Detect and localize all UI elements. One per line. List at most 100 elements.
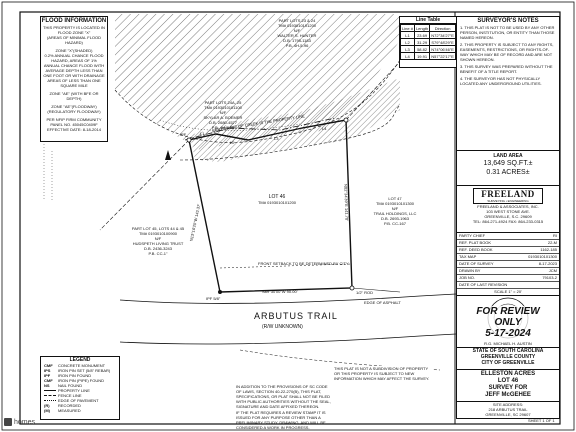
floodway-hatch bbox=[190, 78, 400, 162]
label-pin-right: 1/2" ROD bbox=[356, 290, 373, 295]
land-area-title: LAND AREA bbox=[493, 153, 523, 159]
project-client: JEFF McGEHEE bbox=[485, 392, 531, 398]
inner-border bbox=[19, 11, 561, 425]
table-cell: S79°48'29"E bbox=[429, 38, 456, 46]
surveyor-note: 1. THIS PLAT IS NOT TO BE USED BY ANY OT… bbox=[460, 25, 555, 40]
surveyor-note: 3. THIS SURVEY WAS PREPARED WITHOUT THE … bbox=[460, 64, 553, 74]
line-table-title: Line Table bbox=[400, 17, 456, 24]
table-row: L3 58.82 N74°06'46"E bbox=[400, 45, 456, 53]
title-block-row: SCALE 1" = 20' bbox=[494, 289, 522, 294]
label-l4: L4 bbox=[322, 126, 327, 131]
review-stamp: FOR REVIEW ONLY 5-17-2024 bbox=[465, 306, 551, 339]
company-city: GREENVILLE, S.C. 29609 bbox=[484, 214, 532, 219]
street-name: ARBUTUS TRAIL bbox=[254, 311, 338, 321]
line-table-header: Line # bbox=[400, 24, 415, 32]
table-row: L2 31.29 S79°48'29"E bbox=[400, 38, 456, 46]
table-cell: N72°34'27"E bbox=[429, 31, 456, 39]
legend-item: (R)RECORDED bbox=[44, 403, 81, 408]
label-lot-47: LOT 47 TM# 0193010101300 N/F TRAIL HOLDI… bbox=[373, 196, 417, 226]
line-table: Line Table Line # Length Direction L1 23… bbox=[399, 16, 457, 68]
project-subdivision: ELLESTON ACRES bbox=[480, 371, 536, 377]
street-rw: (R/W UNKNOWN) bbox=[262, 324, 303, 330]
legend-item: PROPERTY LINE bbox=[44, 388, 116, 393]
edge-of-asphalt-north bbox=[119, 293, 457, 304]
legend-item: EDGE OF PAVEMENT bbox=[44, 398, 116, 403]
table-cell: L1 bbox=[400, 31, 415, 39]
flood-line-3: 0.2% ANNUAL CHANCE FLOOD HAZARD, AREAS O… bbox=[43, 53, 105, 88]
creek-centerline bbox=[184, 117, 336, 141]
surveyors-notes-title: SURVEYOR'S NOTES bbox=[477, 18, 539, 24]
city-line: CITY OF GREENVILLE bbox=[481, 360, 535, 366]
flood-line-2: ZONE "X"(SHADED) bbox=[55, 48, 93, 53]
certification-note: THIS PLAT IS NOT A SUBDIVISION OF PROPER… bbox=[334, 366, 432, 384]
table-cell: L4 bbox=[400, 52, 415, 60]
surveyor-signature: R.G. MICHAEL H. AUSTIN bbox=[484, 341, 532, 346]
label-nw-lots: PART LOTS 24A, 25 TM# 0193010101100 N/F … bbox=[203, 100, 243, 130]
label-front-setback: FRONT SETBACK TO BE DETERMINED BY CITY bbox=[258, 261, 349, 266]
flood-line-6: PER NFIP FIRM COMMUNITY PANEL NO. 45045C… bbox=[46, 117, 102, 132]
table-cell: L2 bbox=[400, 38, 415, 46]
review-stamp-line2: 5-17-2024 bbox=[465, 328, 551, 339]
seal-block: FOR REVIEW ONLY 5-17-2024 R.G. MICHAEL H… bbox=[456, 295, 560, 349]
surveyors-notes: SURVEYOR'S NOTES 1. THIS PLAT IS NOT TO … bbox=[456, 16, 560, 152]
state-line: STATE OF SOUTH CAROLINA bbox=[472, 348, 544, 354]
flood-info-title: FLOOD INFORMATION bbox=[41, 18, 107, 24]
table-row: L4 19.91 N57°22'17"E bbox=[400, 52, 456, 60]
flood-line-4: ZONE "AE" (WITH BFE OR DEPTH) bbox=[49, 91, 99, 101]
table-cell: 23.69 bbox=[413, 31, 431, 39]
project-block: ELLESTON ACRES LOT 46 SURVEY FOR JEFF Mc… bbox=[456, 369, 560, 403]
company-block: FREELAND SURVEYING • ENGINEERING FREELAN… bbox=[456, 185, 560, 233]
company-logo: FREELAND bbox=[481, 189, 535, 199]
house-icon bbox=[4, 418, 12, 426]
county-line: GREENVILLE COUNTY bbox=[480, 354, 536, 360]
label-lot-46: LOT 46 TM# 0193010101200 bbox=[257, 194, 297, 206]
project-survey-for: SURVEY FOR bbox=[488, 385, 528, 391]
table-cell: N74°06'46"E bbox=[429, 45, 456, 53]
label-pin-left: IPF 5/8" bbox=[206, 296, 221, 301]
label-l3: L3 bbox=[274, 136, 279, 141]
table-cell: N57°22'17"E bbox=[429, 52, 456, 60]
label-l2: L2 bbox=[230, 140, 235, 145]
legend-item: (M)MEASURED bbox=[44, 408, 81, 413]
site-address-line2: GREENVILLE, SC 29607 bbox=[485, 412, 531, 417]
label-edge-asphalt: EDGE OF ASPHALT bbox=[364, 300, 401, 305]
company-phone: TEL: 864-271-4924 FAX: 864-233-0315 bbox=[472, 219, 544, 224]
company-name: FREELAND & ASSOCIATES, INC. bbox=[477, 204, 539, 209]
north-arrow-icon bbox=[165, 150, 171, 160]
site-address-title: SITE ADDRESS: bbox=[492, 402, 524, 407]
table-cell: L3 bbox=[400, 45, 415, 53]
site-address-line1: 218 ARBUTUS TRAIL bbox=[488, 407, 528, 412]
state-block: STATE OF SOUTH CAROLINA GREENVILLE COUNT… bbox=[456, 347, 560, 371]
surveyor-note: 2. THIS PROPERTY IS SUBJECT TO ANY RIGHT… bbox=[460, 42, 554, 62]
review-stamp-line1: FOR REVIEW ONLY bbox=[465, 306, 551, 328]
project-lot: LOT 46 bbox=[497, 378, 519, 384]
table-row: L1 23.69 N72°34'27"E bbox=[400, 31, 456, 39]
table-cell: 58.82 bbox=[413, 45, 431, 53]
edge-of-asphalt-south bbox=[119, 333, 457, 345]
table-cell: 19.91 bbox=[413, 52, 431, 60]
land-area-acres: 0.31 ACRES± bbox=[486, 169, 530, 176]
land-area-sqft: 13,649 SQ.FT.± bbox=[483, 160, 533, 167]
flood-info-box: FLOOD INFORMATION THIS PROPERTY IS LOCAT… bbox=[40, 16, 108, 142]
lot-46-boundary bbox=[188, 119, 353, 293]
flood-line-0: THIS PROPERTY IS LOCATED IN FLOOD ZONE "… bbox=[43, 25, 105, 35]
company-address: 103 WEST STONE AVE. bbox=[486, 209, 530, 214]
title-block-row: JOB NO.79103-2 bbox=[457, 275, 559, 282]
label-north-lots: PART LOTS 23 & 24 TM# 0193010101200 N/F … bbox=[277, 18, 317, 48]
flood-line-5: ZONE "AE"(FLOODWAY) (REGULATORY FLOODWAY… bbox=[47, 104, 101, 114]
